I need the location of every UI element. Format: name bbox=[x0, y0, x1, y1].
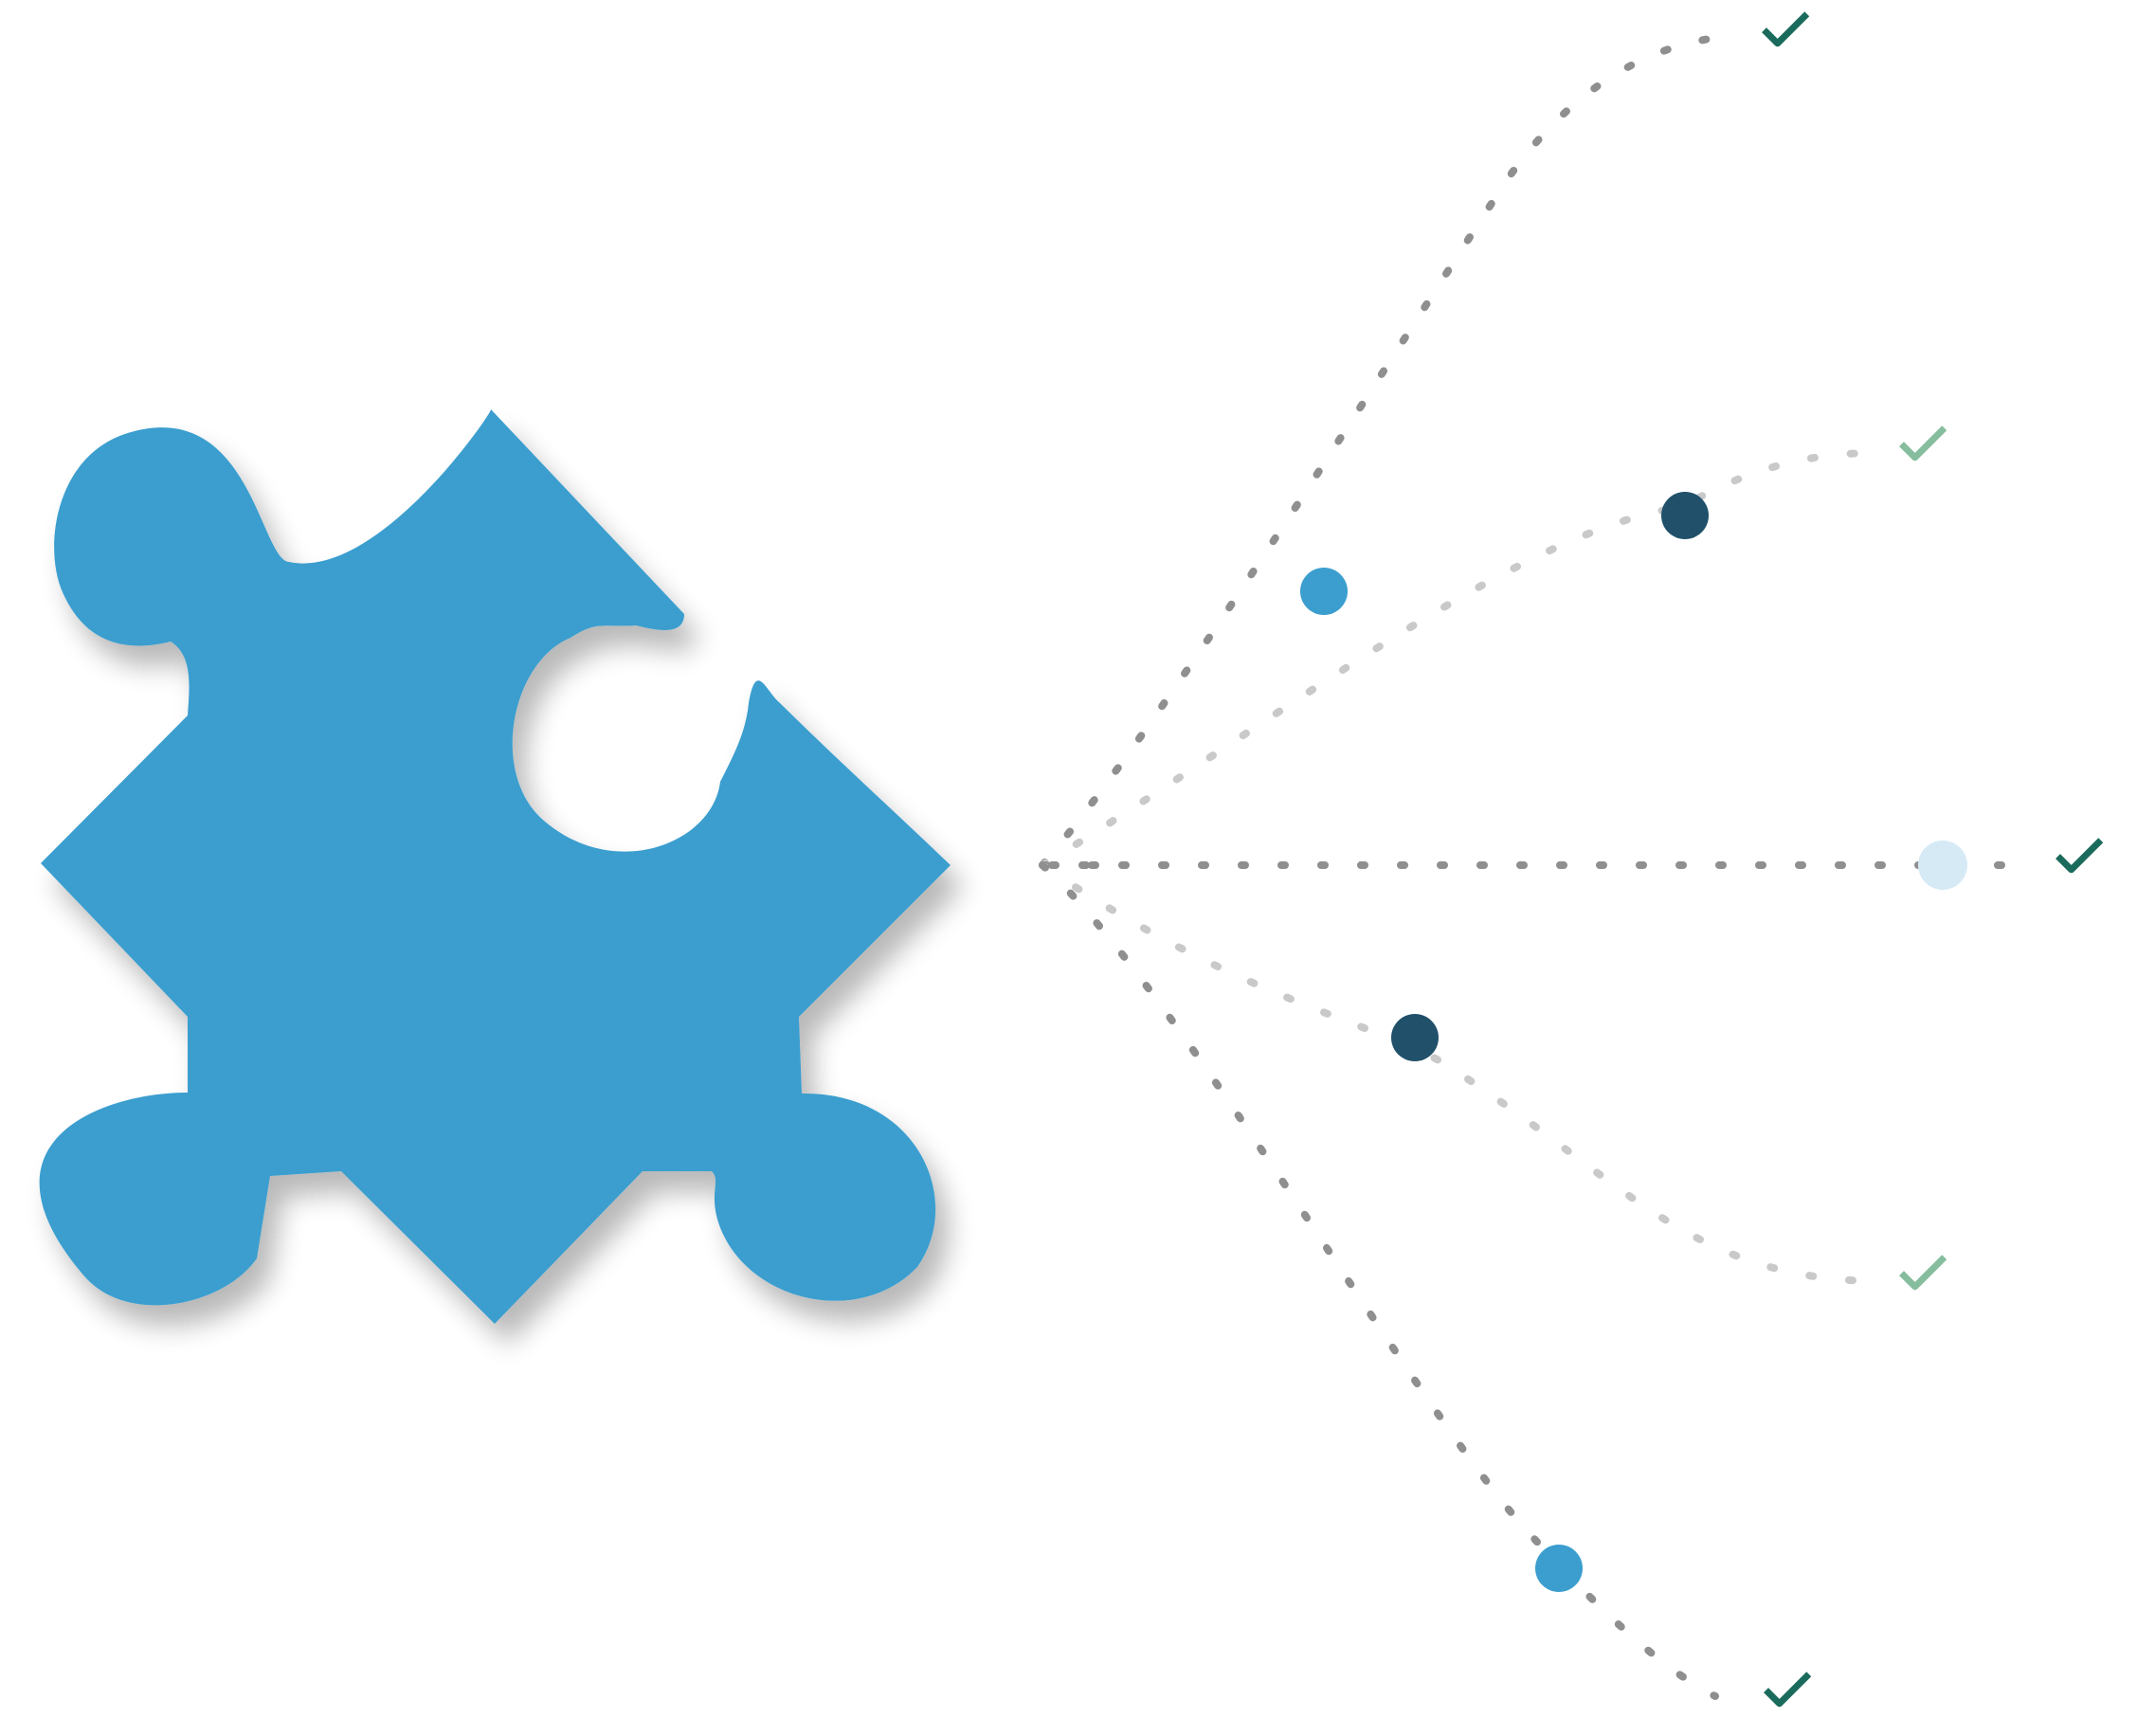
branch-node-bottom bbox=[1535, 1545, 1583, 1592]
check-icon-lower-middle bbox=[1899, 1255, 1947, 1291]
branch-group bbox=[1039, 11, 2104, 1708]
puzzle-piece-shape bbox=[39, 409, 951, 1324]
dotted-branch-top bbox=[1039, 34, 1719, 869]
check-icon-upper-middle bbox=[1899, 425, 1947, 461]
branch-node-center bbox=[1918, 841, 1967, 890]
dotted-branch-bottom bbox=[1039, 861, 1719, 1700]
dotted-branch-lower-middle bbox=[1039, 861, 1880, 1285]
check-icon-center bbox=[2056, 838, 2104, 874]
puzzle-piece-icon bbox=[39, 409, 951, 1324]
check-icon-bottom bbox=[1764, 1672, 1812, 1708]
check-icon-top bbox=[1762, 11, 1810, 47]
branch-node-top bbox=[1300, 568, 1348, 615]
branch-node-upper-middle bbox=[1661, 492, 1709, 539]
dotted-branch-upper-middle bbox=[1039, 449, 1880, 869]
branch-node-lower-middle bbox=[1391, 1014, 1439, 1061]
